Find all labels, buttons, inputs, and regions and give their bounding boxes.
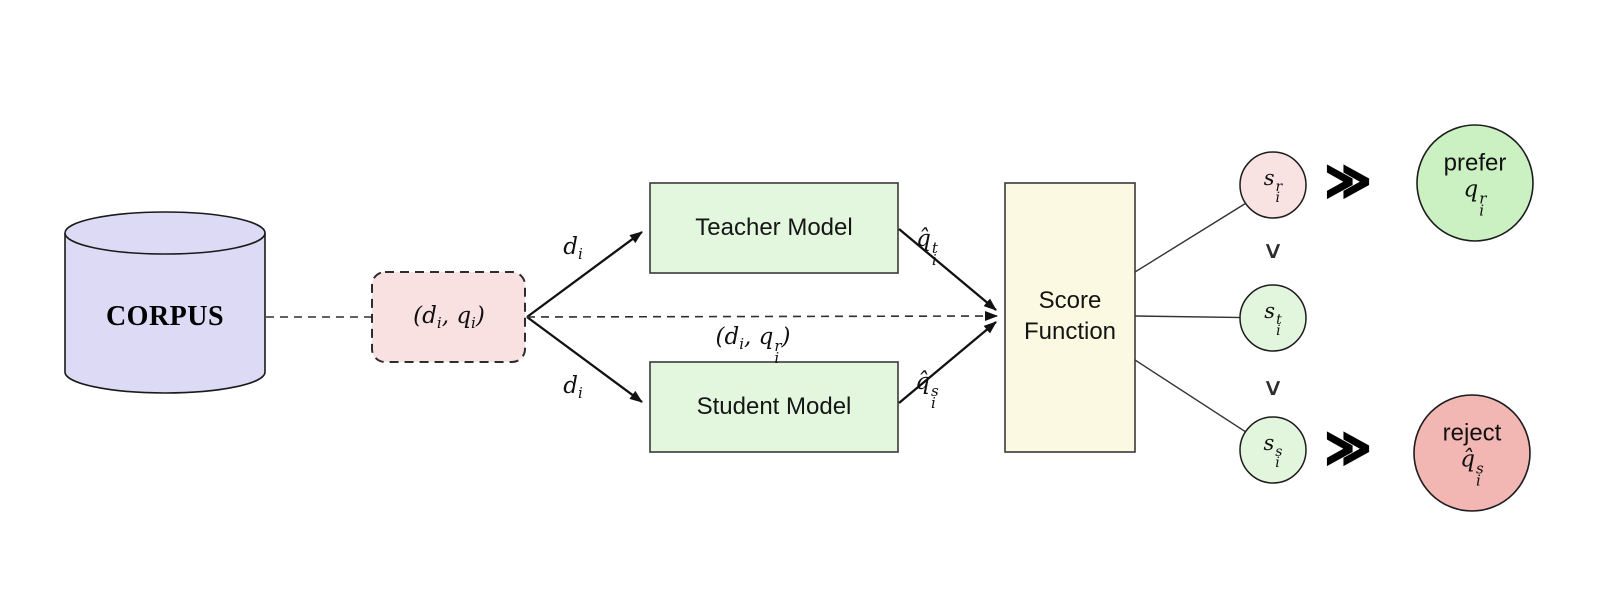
- math-open: (: [413, 303, 423, 329]
- math-base: q̂: [1460, 446, 1476, 473]
- d-top-edge-label: di: [563, 234, 583, 263]
- math-sub: i: [1276, 323, 1281, 339]
- math-base: q: [1463, 176, 1479, 203]
- math-sub: i: [931, 394, 936, 412]
- reject-circle: [1413, 394, 1531, 512]
- arrow-d-to-teacher: [526, 231, 643, 318]
- greater-than-icon: ∨: [1262, 236, 1284, 264]
- reference-score-circle: [1239, 151, 1307, 219]
- math-sub: i: [471, 314, 476, 332]
- math-close: ): [475, 303, 485, 329]
- math-base: s: [1263, 431, 1275, 455]
- score-function-label: Score Function: [1024, 285, 1116, 347]
- teacher-model-label: Teacher Model: [695, 214, 853, 241]
- math-sup: t: [1276, 312, 1282, 328]
- math-comma: ,: [744, 324, 759, 350]
- corpus-cylinder-body: [64, 233, 266, 394]
- math-base: q: [758, 324, 774, 350]
- corpus-label: CORPUS: [105, 301, 225, 332]
- math-sup: r: [774, 337, 782, 355]
- greater-than-icon: ∨: [1262, 373, 1284, 401]
- math-close: ): [781, 324, 791, 350]
- arrow-student-to-score: [898, 321, 997, 404]
- math-base: d: [563, 234, 578, 260]
- teacher-model-box: [649, 182, 899, 274]
- math-base: d: [563, 373, 578, 399]
- math-base: s: [1264, 299, 1276, 323]
- math-sub: i: [931, 251, 937, 269]
- math-base: q̂: [916, 226, 931, 252]
- score-function-label-line2: Function: [1023, 318, 1117, 345]
- math-sub: i: [436, 314, 442, 332]
- score-function-box: [1004, 182, 1136, 453]
- pair-box: [371, 271, 526, 363]
- math-base: d: [422, 303, 437, 329]
- student-score-circle: [1239, 416, 1307, 484]
- reject-word: reject: [1442, 419, 1502, 447]
- student-model-box: [649, 361, 899, 453]
- much-greater-icon: ≫: [1324, 154, 1373, 208]
- math-sub: i: [577, 245, 583, 263]
- arrow-teacher-to-score: [898, 228, 997, 311]
- math-base: s: [1263, 166, 1275, 190]
- math-sub: i: [774, 349, 780, 367]
- student-model-label: Student Model: [696, 393, 852, 420]
- math-open: (: [715, 324, 725, 350]
- d-bottom-edge-label: di: [563, 373, 583, 402]
- math-comma: ,: [441, 303, 457, 329]
- math-base: q: [456, 303, 472, 329]
- math-sub: i: [1479, 201, 1485, 220]
- math-sub: i: [1275, 190, 1281, 206]
- math-sub: i: [577, 384, 583, 402]
- corpus-cylinder: [64, 211, 266, 394]
- math-sup: t: [931, 239, 938, 257]
- math-sub: i: [1476, 471, 1481, 490]
- math-base: d: [724, 324, 740, 350]
- math-sub: i: [1275, 455, 1280, 471]
- math-sup: s: [1476, 459, 1484, 478]
- much-greater-icon: ≫: [1324, 421, 1373, 475]
- dashed-arrow-pair-to-score: [526, 311, 998, 322]
- math-sup: r: [1479, 189, 1487, 208]
- math-sup: r: [1275, 179, 1283, 195]
- prefer-word: prefer: [1443, 149, 1507, 177]
- math-sup: s: [931, 382, 939, 400]
- prefer-circle: [1416, 124, 1534, 242]
- arrow-d-to-student: [526, 316, 643, 403]
- teacher-score-circle: [1239, 284, 1307, 352]
- pair-label: (di, qi): [413, 303, 485, 332]
- score-function-label-line1: Score: [1038, 287, 1102, 314]
- math-sup: s: [1275, 444, 1283, 460]
- math-sub: i: [739, 335, 745, 353]
- corpus-cylinder-top: [64, 211, 266, 255]
- math-base: q̂: [915, 369, 931, 395]
